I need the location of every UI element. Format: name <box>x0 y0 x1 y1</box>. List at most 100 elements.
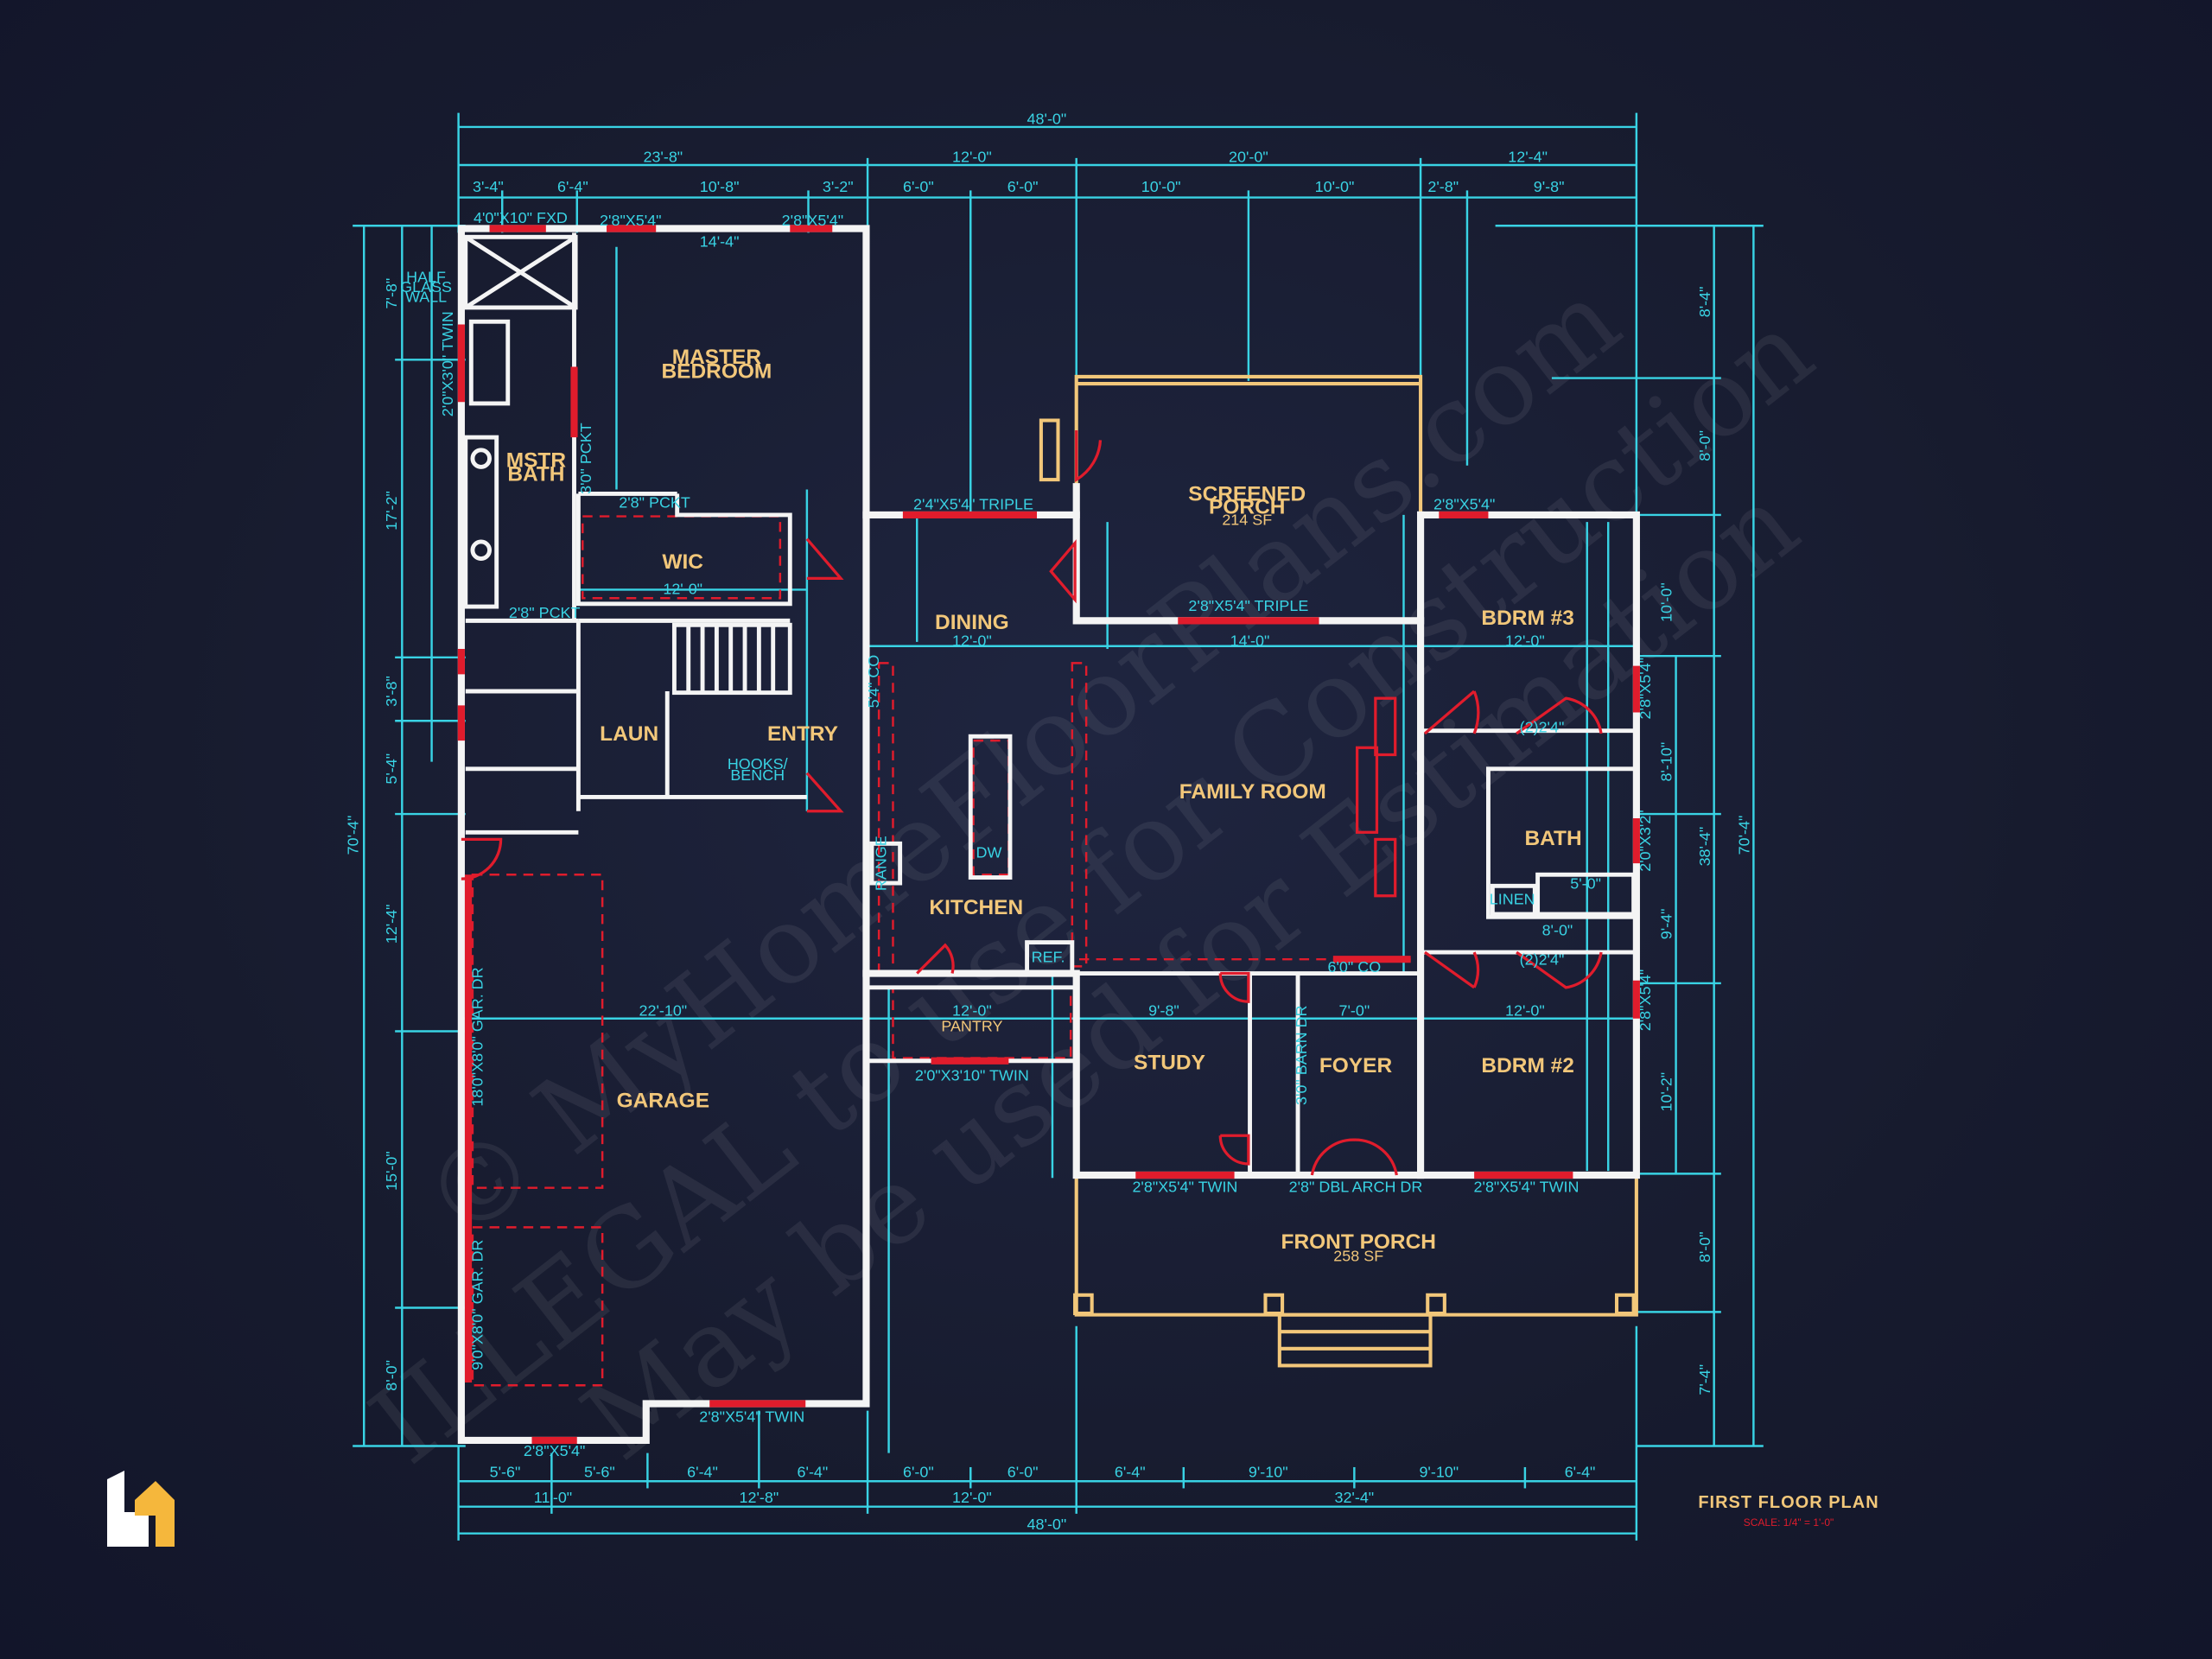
dim-top-detail-5: 6'-0" <box>903 178 934 195</box>
label-wic: WIC <box>662 550 703 574</box>
label-pantry: PANTRY <box>941 1017 1002 1034</box>
dim-bottom-overall: 48'-0" <box>1027 1516 1067 1533</box>
note-pckt3: 2'8" PCKT <box>509 604 581 621</box>
note-twin-left: 2'0"X3'0" TWIN <box>439 311 456 416</box>
note-win-top-right: 2'8"X5'4" <box>1433 495 1495 512</box>
dim-bottom-detail-3: 6'-4" <box>687 1463 718 1480</box>
dim-top-detail-9: 2'-8" <box>1427 178 1459 195</box>
note-study-width: 9'-8" <box>1148 1002 1179 1020</box>
note-range: RANGE <box>872 836 889 891</box>
note-cased-opening-1: 6'0" CO <box>1328 958 1382 976</box>
dimension-lines <box>353 112 1764 1541</box>
dim-top-detail-7: 10'-0" <box>1141 178 1181 195</box>
dim-left-6: 15'-0" <box>383 1151 400 1191</box>
note-half-glass-1: HALF <box>406 269 446 286</box>
note-gar-door-2: 9'0"X8'0" GAR. DR <box>468 1240 486 1370</box>
dim-bottom-mid-2: 12'-8" <box>740 1489 779 1506</box>
label-linen: LINEN <box>1490 891 1535 908</box>
note-half-glass-3: WALL <box>405 288 447 305</box>
label-foyer: FOYER <box>1319 1054 1393 1077</box>
label-screened-porch-1: SCREENED <box>1188 483 1306 506</box>
dim-top-mid-4: 12'-4" <box>1508 149 1548 166</box>
dim-bottom-detail-2: 5'-6" <box>584 1463 615 1480</box>
dim-bottom-mid-1: 11'-0" <box>534 1489 572 1506</box>
house-logo-icon <box>107 1471 175 1547</box>
note-dining-width: 12'-0" <box>952 632 992 650</box>
dim-bottom-detail-9: 9'-10" <box>1419 1463 1459 1480</box>
note-fxd: 4'0"X10" FXD <box>474 209 568 226</box>
dim-bottom-detail-8: 9'-10" <box>1249 1463 1288 1480</box>
dim-bottom-detail-6: 6'-0" <box>1007 1463 1039 1480</box>
note-pantry-width: 12'-0" <box>952 1002 992 1020</box>
plan-scale: SCALE: 1/4" = 1'-0" <box>1743 1516 1834 1529</box>
note-dining-triple: 2'4"X5'4" TRIPLE <box>913 495 1033 512</box>
dim-left-outer: 70'-4" <box>345 816 362 855</box>
plan-title-block: FIRST FLOOR PLAN SCALE: 1/4" = 1'-0" <box>1642 1493 1936 1529</box>
dim-bottom-detail-7: 6'-4" <box>1115 1463 1146 1480</box>
dim-right-mid: 38'-4" <box>1696 827 1713 867</box>
dim-top-mid-3: 20'-0" <box>1229 149 1268 166</box>
note-hooks-1: HOOKS/ <box>728 755 788 772</box>
note-pckt2: 2'8" PCKT <box>619 494 690 512</box>
dim-top-detail-2: 6'-4" <box>557 178 588 195</box>
dim-bottom-mid-3: 12'-0" <box>952 1489 992 1506</box>
note-bdrm2-twin: 2'8"X5'4" TWIN <box>1474 1179 1580 1196</box>
label-master-bedroom-2: BEDROOM <box>661 360 772 384</box>
label-screened-porch-2: PORCH <box>1209 495 1285 518</box>
dim-right-1: 8'-4" <box>1696 287 1713 318</box>
note-pantry-twin: 2'0"X3'10" TWIN <box>915 1067 1029 1084</box>
note-bdrm2-closet: (2)2'4" <box>1520 951 1565 969</box>
dashed-outlines <box>471 515 1411 1387</box>
note-win-right-1: 2'8"X5'4" <box>1637 658 1654 719</box>
note-win-right-3: 2'8"X5'4" <box>1637 969 1654 1031</box>
dim-left-2: 17'-2" <box>383 491 400 531</box>
note-gar-door-1: 18'0"X8'0" GAR. DR <box>468 967 486 1106</box>
label-master-bedroom-1: MASTER <box>672 346 762 369</box>
dim-left-1: 7'-8" <box>383 278 400 309</box>
dim-top-detail-4: 3'-2" <box>823 178 854 195</box>
dim-right-8: 7'-4" <box>1696 1364 1713 1395</box>
dim-right-3: 10'-0" <box>1658 582 1675 622</box>
note-bdrm3-width: 12'-0" <box>1505 632 1545 650</box>
walls <box>457 225 1640 1445</box>
note-porch-triple: 2'8"X5'4" TRIPLE <box>1188 597 1308 614</box>
dim-right-4: 8'-10" <box>1658 742 1675 782</box>
dim-right-outer: 70'-4" <box>1735 816 1752 855</box>
dim-right-5: 9'-4" <box>1658 909 1675 940</box>
label-family-room: FAMILY ROOM <box>1179 780 1326 804</box>
plan-title: FIRST FLOOR PLAN <box>1698 1493 1879 1512</box>
dim-bottom-detail-1: 5'-6" <box>490 1463 521 1480</box>
label-entry: ENTRY <box>767 722 838 746</box>
note-garage-bottom-win: 2'8"X5'4" <box>524 1442 585 1459</box>
label-mstr-bath-1: MSTR <box>506 448 567 472</box>
dim-top-mid-1: 23'-8" <box>643 149 683 166</box>
note-bdrm3-closet: (2)2'4" <box>1520 718 1565 735</box>
label-study: STUDY <box>1134 1052 1205 1075</box>
note-garage-side-win: 2'8"X5'4" TWIN <box>699 1408 804 1426</box>
note-dw: DW <box>976 844 1002 861</box>
note-family-width: 14'-0" <box>1230 632 1270 650</box>
label-mstr-bath-2: BATH <box>507 463 564 486</box>
dim-right-2: 8'-0" <box>1696 430 1713 461</box>
note-foyer-width: 7'-0" <box>1338 1002 1370 1020</box>
dim-left-7: 8'-0" <box>383 1360 400 1391</box>
dim-right-7: 8'-0" <box>1696 1231 1713 1262</box>
dim-top-detail-8: 10'-0" <box>1315 178 1355 195</box>
note-barn-door: 3'0" BARN DR <box>1293 1005 1310 1105</box>
label-laun: LAUN <box>600 722 658 746</box>
dim-top-overall: 48'-0" <box>1027 111 1067 128</box>
label-kitchen: KITCHEN <box>929 896 1023 919</box>
label-bath: BATH <box>1524 827 1581 850</box>
note-half-glass-2: GLASS <box>400 278 452 296</box>
room-labels: MASTER BEDROOM MSTR BATH WIC LAUN ENTRY … <box>506 346 1582 1264</box>
note-hooks-2: BENCH <box>730 766 785 784</box>
note-ref: REF. <box>1032 948 1065 965</box>
dim-top-detail-3: 10'-8" <box>700 178 740 195</box>
dim-bottom-detail-4: 6'-4" <box>798 1463 829 1480</box>
note-bath-width: 8'-0" <box>1542 921 1573 938</box>
label-screened-porch-area: 214 SF <box>1222 511 1272 528</box>
dim-bottom-mid-4: 32'-4" <box>1334 1489 1374 1506</box>
notes: 4'0"X10" FXD 2'8"X5'4" 2'8"X5'4" 14'-4" … <box>400 209 1654 1459</box>
note-pckt1: 3'0" PCKT <box>577 423 594 494</box>
dim-bottom-detail-10: 6'-4" <box>1565 1463 1596 1480</box>
